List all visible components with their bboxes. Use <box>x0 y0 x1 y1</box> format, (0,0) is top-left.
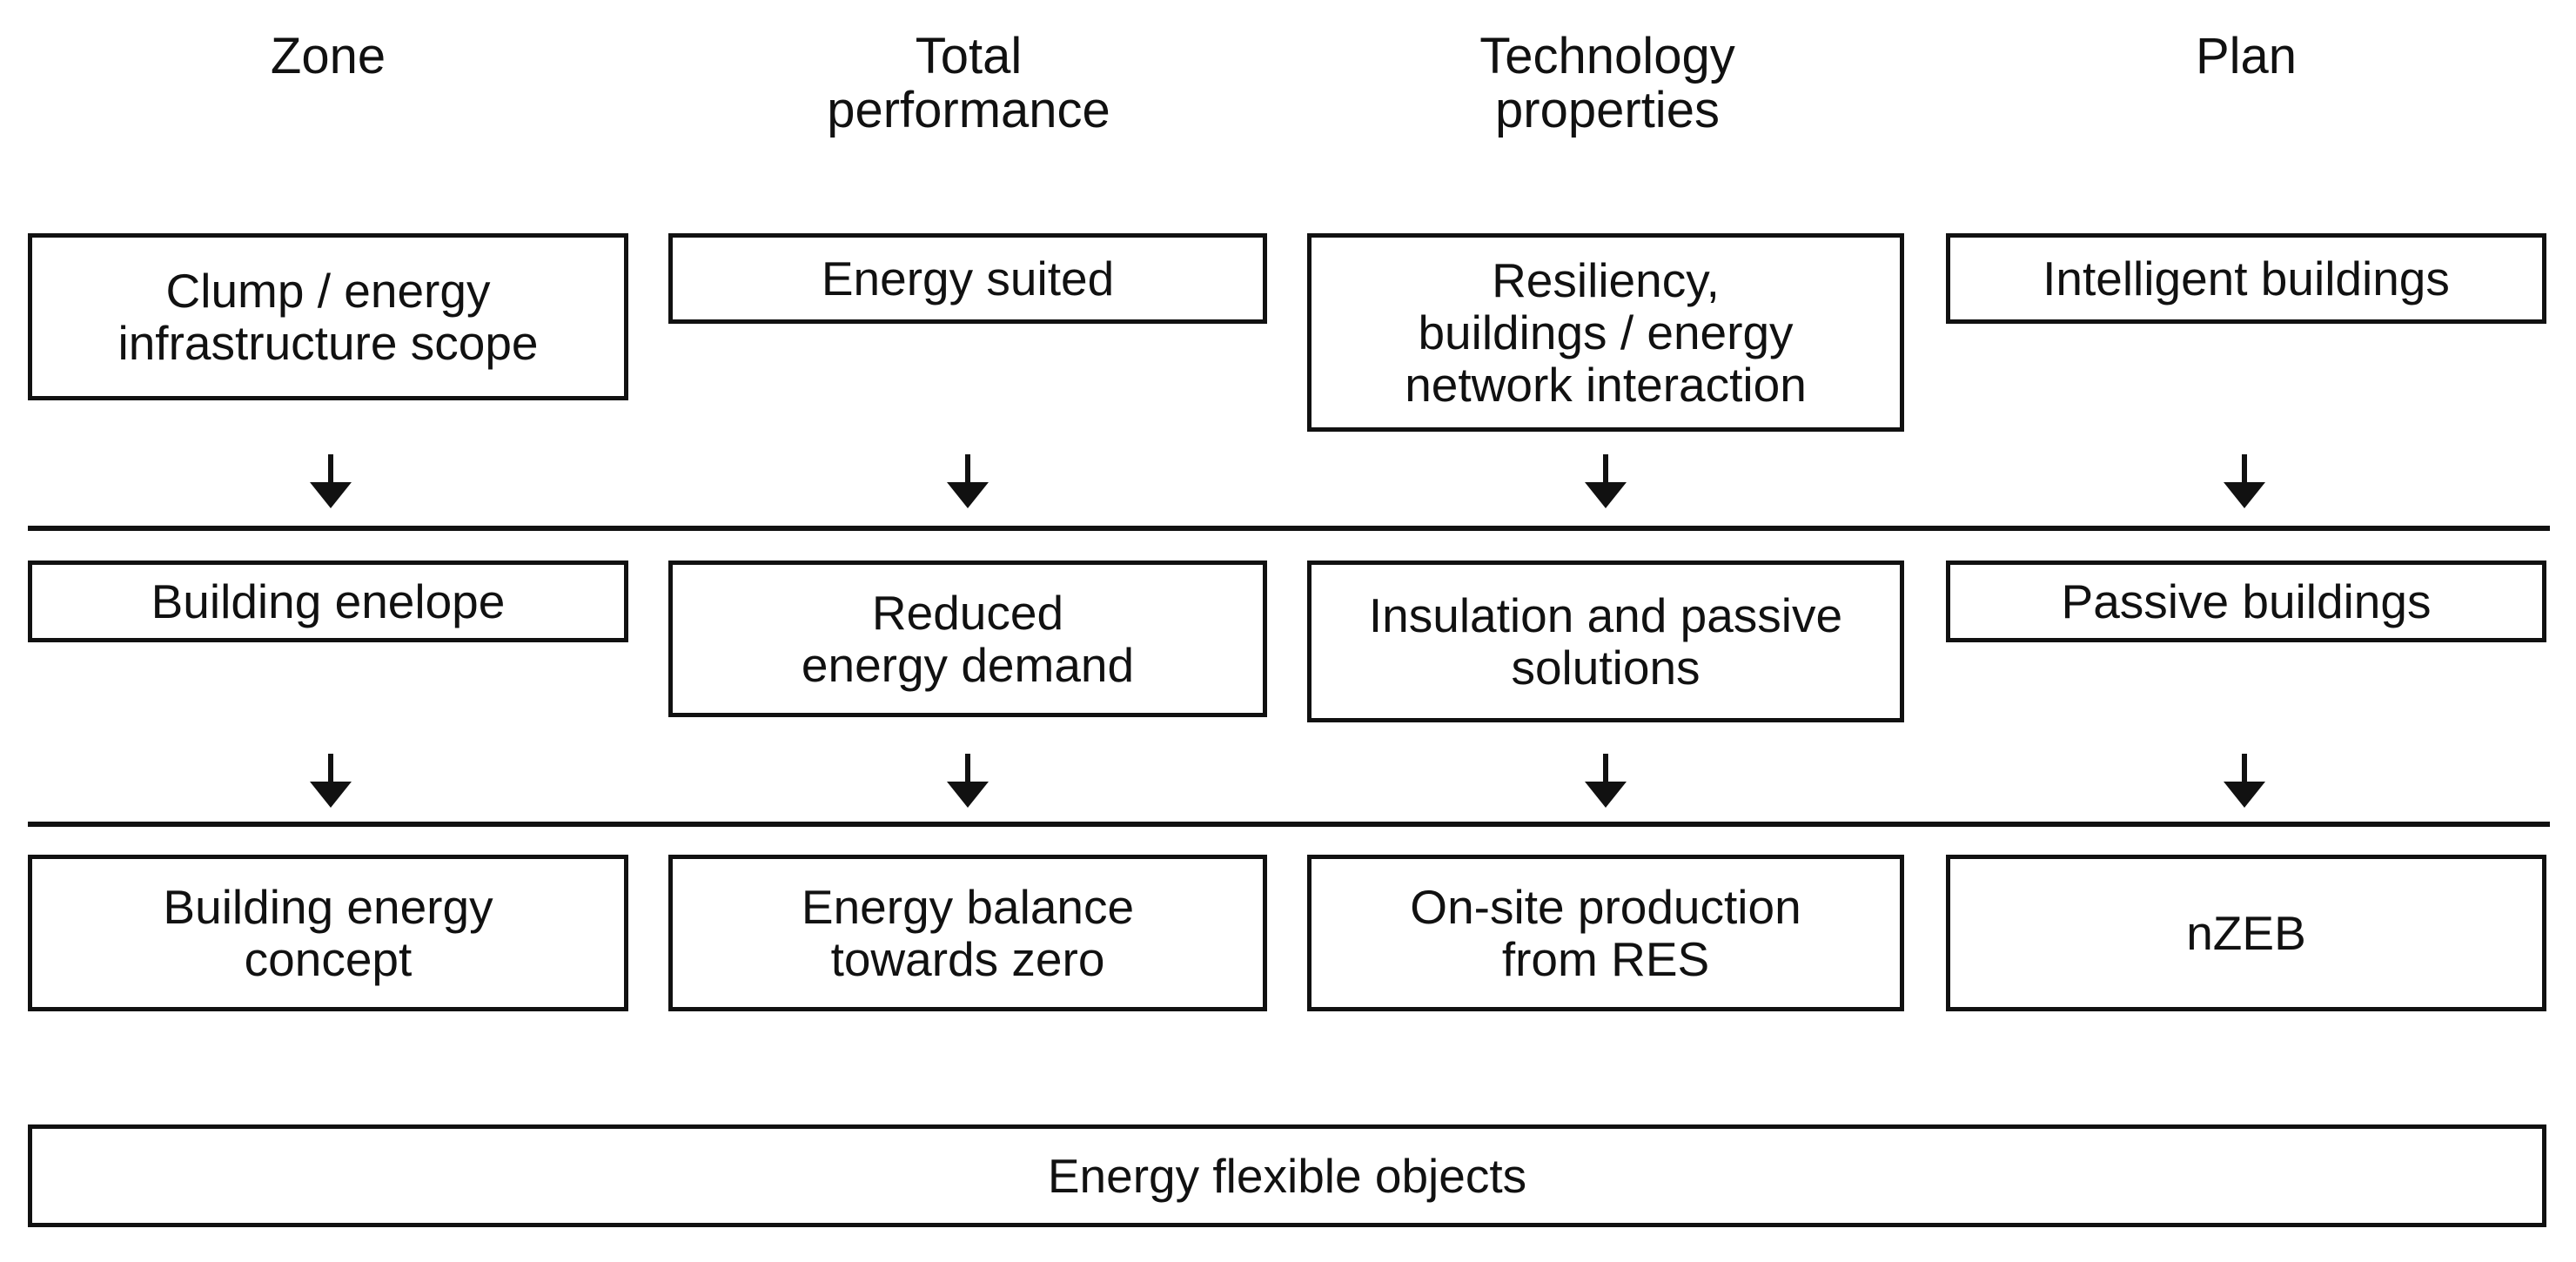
arrow-down-icon <box>310 454 352 508</box>
technology-middle-box: Insulation and passive solutions <box>1307 561 1904 722</box>
technology-bottom-box: On-site production from RES <box>1307 855 1904 1011</box>
zone-top-box: Clump / energy infrastructure scope <box>28 233 628 400</box>
arrow-down-icon <box>2224 454 2265 508</box>
performance-bottom-box: Energy balance towards zero <box>668 855 1267 1011</box>
arrow-down-icon <box>1585 454 1627 508</box>
performance-top-box: Energy suited <box>668 233 1267 324</box>
plan-bottom-box: nZEB <box>1946 855 2546 1011</box>
zone-middle-box: Building enelope <box>28 561 628 642</box>
header-total-performance: Total performance <box>827 28 1110 138</box>
arrow-down-icon <box>947 454 989 508</box>
performance-middle-box: Reduced energy demand <box>668 561 1267 717</box>
header-plan: Plan <box>2195 28 2298 84</box>
header-technology-properties: Technology properties <box>1479 28 1735 138</box>
arrow-down-icon <box>947 754 989 808</box>
plan-middle-box: Passive buildings <box>1946 561 2546 642</box>
plan-top-box: Intelligent buildings <box>1946 233 2546 324</box>
header-zone: Zone <box>270 28 386 84</box>
zone-bottom-box: Building energy concept <box>28 855 628 1011</box>
arrow-down-icon <box>1585 754 1627 808</box>
arrow-down-icon <box>2224 754 2265 808</box>
technology-top-box: Resiliency, buildings / energy network i… <box>1307 233 1904 432</box>
energy-flexible-objects-box: Energy flexible objects <box>28 1124 2546 1227</box>
separator-line <box>28 822 2550 827</box>
separator-line <box>28 526 2550 531</box>
arrow-down-icon <box>310 754 352 808</box>
